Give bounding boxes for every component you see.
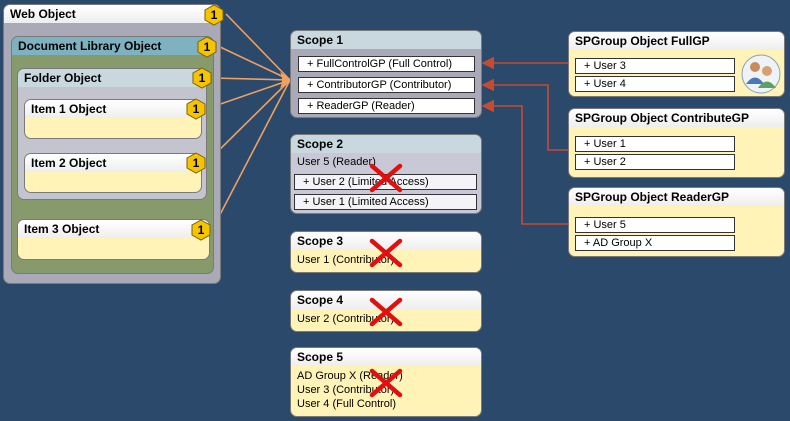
spgroup-member: + User 1	[575, 136, 735, 152]
scope1-title: Scope 1	[291, 31, 481, 49]
item1-object: Item 1 Object	[24, 99, 202, 139]
spgroup-fullgp-title: SPGroup Object FullGP	[569, 32, 784, 50]
scope2-title: Scope 2	[291, 135, 481, 153]
item3-object: Item 3 Object	[17, 219, 210, 260]
web-object-title: Web Object	[4, 5, 220, 23]
document-library-title: Document Library Object	[12, 37, 213, 55]
document-library-badge: 1	[197, 36, 217, 58]
spgroup-member: + AD Group X	[575, 235, 735, 251]
scope1-box: Scope 1 + FullControlGP (Full Control) +…	[290, 30, 482, 118]
scope2-box: Scope 2 User 5 (Reader) + User 2 (Limite…	[290, 134, 482, 214]
item2-object-title: Item 2 Object	[25, 154, 201, 172]
inherit-line-item3	[211, 79, 291, 231]
spgroup-fullgp: SPGroup Object FullGP + User 3 + User 4	[568, 31, 785, 97]
cross-icon	[369, 368, 403, 398]
cross-icon	[369, 238, 403, 268]
folder-object-title: Folder Object	[18, 69, 206, 87]
spgroup-readergp: SPGroup Object ReaderGP + User 5 + AD Gr…	[568, 187, 785, 257]
link-readergp	[481, 99, 568, 225]
people-icon	[741, 54, 781, 94]
inherit-line-folder	[211, 77, 291, 81]
scope2-entry: + User 1 (Limited Access)	[294, 194, 477, 210]
cross-icon	[369, 163, 403, 193]
scope5-line: User 3 (Contributor)	[297, 384, 395, 396]
scope5-title: Scope 5	[291, 348, 481, 366]
spgroup-member: + User 4	[575, 76, 735, 92]
scope4-title: Scope 4	[291, 291, 481, 309]
spgroup-contributegp-title: SPGroup Object ContributeGP	[569, 109, 784, 127]
scope1-entry: + FullControlGP (Full Control)	[298, 56, 475, 72]
link-contributegp	[481, 78, 568, 151]
folder-object-badge: 1	[192, 67, 212, 89]
web-object-badge: 1	[204, 4, 224, 26]
inherit-line-doclib	[217, 45, 291, 81]
item3-object-badge: 1	[191, 219, 211, 241]
scope3-title: Scope 3	[291, 232, 481, 250]
scope3-line: User 1 (Contributor)	[297, 254, 395, 266]
spgroup-member: + User 5	[575, 217, 735, 233]
item1-object-badge: 1	[186, 98, 206, 120]
inherit-line-web	[225, 13, 291, 81]
scope4-box: Scope 4 User 2 (Contributor)	[290, 290, 482, 332]
item3-object-title: Item 3 Object	[18, 220, 209, 238]
scope2-plain-line: User 5 (Reader)	[297, 156, 376, 168]
scope5-line: User 4 (Full Control)	[297, 398, 397, 410]
item1-object-title: Item 1 Object	[25, 100, 201, 118]
scope4-line: User 2 (Contributor)	[297, 313, 395, 325]
spgroup-contributegp: SPGroup Object ContributeGP + User 1 + U…	[568, 108, 785, 178]
inheritance-arrowhead	[280, 72, 292, 88]
scope1-entry: + ReaderGP (Reader)	[298, 98, 475, 114]
cross-icon	[369, 297, 403, 327]
item2-object-badge: 1	[186, 152, 206, 174]
spgroup-readergp-title: SPGroup Object ReaderGP	[569, 188, 784, 206]
spgroup-member: + User 3	[575, 58, 735, 74]
scope1-entry: + ContributorGP (Contributor)	[298, 77, 475, 93]
spgroup-member: + User 2	[575, 154, 735, 170]
item2-object: Item 2 Object	[24, 153, 202, 193]
